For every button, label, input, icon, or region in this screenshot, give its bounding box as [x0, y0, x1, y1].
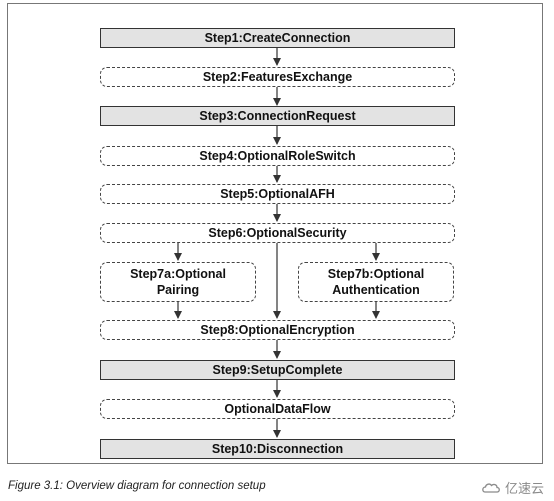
step2-label: Step2:FeaturesExchange: [202, 70, 353, 84]
step3-box: Step3:ConnectionRequest: [100, 106, 455, 126]
watermark-text: 亿速云: [504, 481, 544, 496]
step6-label: Step6:OptionalSecurity: [208, 226, 347, 240]
step7b-label-line1: Step7b:Optional: [327, 267, 425, 281]
step6-box: Step6:OptionalSecurity: [100, 223, 455, 243]
step4-label: Step4:OptionalRoleSwitch: [199, 149, 356, 163]
step7a-label-line1: Step7a:Optional: [130, 267, 226, 281]
step10-box: Step10:Disconnection: [100, 439, 455, 459]
step7b-label-line2: Authentication: [332, 283, 420, 297]
step9-box: Step9:SetupComplete: [100, 360, 455, 380]
step4-box: Step4:OptionalRoleSwitch: [100, 146, 455, 166]
step9-label: Step9:SetupComplete: [212, 363, 343, 377]
diagram-frame: [7, 3, 543, 464]
step3-label: Step3:ConnectionRequest: [199, 109, 356, 123]
step1-label: Step1:CreateConnection: [204, 31, 351, 45]
step5-label: Step5:OptionalAFH: [220, 187, 335, 201]
cloud-icon: [482, 482, 500, 493]
watermark: 亿速云: [481, 478, 544, 497]
flow-arrows: [174, 48, 380, 438]
step10-label: Step10:Disconnection: [211, 442, 344, 456]
step2-box: Step2:FeaturesExchange: [100, 67, 455, 87]
data-flow-box: OptionalDataFlow: [100, 399, 455, 419]
data-flow-label: OptionalDataFlow: [224, 402, 331, 416]
step7b-box: Step7b:Optional Authentication: [298, 262, 454, 302]
step7a-label-line2: Pairing: [156, 283, 200, 297]
figure-caption: Figure 3.1: Overview diagram for connect…: [8, 480, 266, 492]
step1-box: Step1:CreateConnection: [100, 28, 455, 48]
step8-label: Step8:OptionalEncryption: [200, 323, 355, 337]
step8-box: Step8:OptionalEncryption: [100, 320, 455, 340]
step5-box: Step5:OptionalAFH: [100, 184, 455, 204]
step7a-box: Step7a:Optional Pairing: [100, 262, 256, 302]
